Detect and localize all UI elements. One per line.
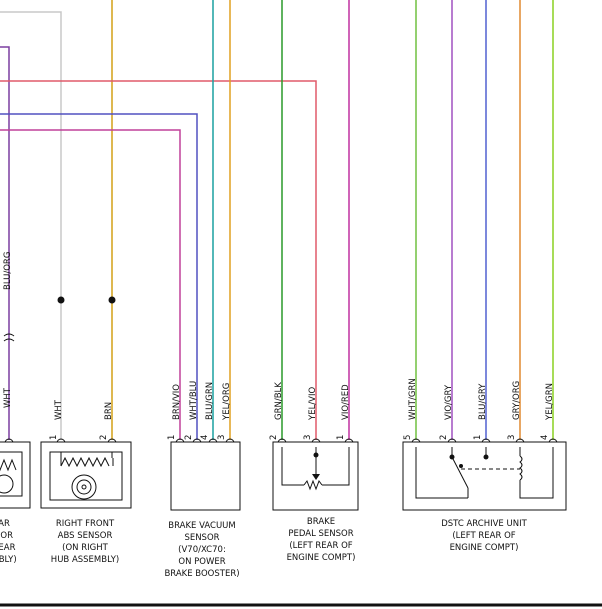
label-wht-grn: WHT/GRN [408,378,418,420]
label-blu-grn: BLU/GRN [205,382,215,420]
label-vio-red: VIO/RED [341,384,351,420]
pin-vac-2: 2 [184,435,194,440]
svg-text:DSTC ARCHIVE UNIT: DSTC ARCHIVE UNIT [441,519,527,529]
abs-sensor-symbol [40,441,132,509]
pin-vac-1: 1 [167,435,177,440]
pin-vac-3: 3 [217,435,227,440]
pedal-sensor-caption: BRAKE PEDAL SENSOR (LEFT REAR OF ENGINE … [287,517,356,563]
pin-dst-3: 3 [507,435,517,440]
wire-purple-left [0,46,10,440]
splice-dot-brn [108,296,116,304]
wire-yel-vio-run [0,80,317,440]
svg-text:(LEFT REAR OF: (LEFT REAR OF [452,531,515,541]
svg-text:RIGHT FRONT: RIGHT FRONT [56,519,115,529]
label-blu-org-left: BLU/ORG [3,252,13,290]
pin-ped-3: 3 [303,435,313,440]
svg-text:(V70/XC70:: (V70/XC70: [178,545,226,555]
svg-text:SENSOR: SENSOR [184,533,219,543]
svg-text:(LEFT REAR OF: (LEFT REAR OF [289,541,352,551]
pin-dst-1: 1 [473,435,483,440]
label-vio-gry: VIO/GRY [444,384,454,420]
svg-text:AR: AR [0,519,10,529]
pin-ped-2: 2 [269,435,279,440]
label-wht-blu: WHT/BLU [189,381,199,420]
svg-text:(ON RIGHT: (ON RIGHT [62,543,108,553]
label-brn-abs: BRN [104,402,114,420]
label-wht-left: WHT [3,387,13,408]
pin-abs-2: 2 [99,435,109,440]
abs-sensor-caption: RIGHT FRONT ABS SENSOR (ON RIGHT HUB ASS… [51,519,119,565]
dstc-archive-unit-symbol [402,441,567,511]
svg-text:ON POWER: ON POWER [178,557,225,567]
left-partial-caption: AR SOR REAR MBLY) [0,519,17,565]
pin-dst-2: 2 [439,435,449,440]
label-grn-blk: GRN/BLK [274,382,284,420]
wire-wht-blu-run [0,113,198,440]
svg-text:ENGINE COMPT): ENGINE COMPT) [450,543,519,553]
dstc-unit-caption: DSTC ARCHIVE UNIT (LEFT REAR OF ENGINE C… [441,519,527,553]
svg-text:PEDAL SENSOR: PEDAL SENSOR [288,529,353,539]
label-wht-abs: WHT [54,399,64,420]
svg-text:BRAKE: BRAKE [307,517,335,527]
pin-abs-1: 1 [49,435,59,440]
svg-text:ABS SENSOR: ABS SENSOR [58,531,113,541]
vacuum-sensor-caption: BRAKE VACUUM SENSOR (V70/XC70: ON POWER … [164,521,239,579]
svg-text:BRAKE VACUUM: BRAKE VACUUM [168,521,236,531]
svg-text:SOR: SOR [0,531,13,541]
brake-pedal-sensor-symbol [272,441,359,511]
svg-text:BRAKE BOOSTER): BRAKE BOOSTER) [164,569,239,579]
pin-ped-1: 1 [336,435,346,440]
label-brn-vio: BRN/VIO [172,384,182,420]
svg-text:REAR: REAR [0,543,16,553]
svg-text:HUB ASSEMBLY): HUB ASSEMBLY) [51,555,119,565]
svg-text:MBLY): MBLY) [0,555,17,565]
left-partial-sensor [0,441,31,509]
pin-dst-5: 5 [403,435,413,440]
pin-dst-4: 4 [540,435,550,440]
wire-brn-vio-run [0,129,181,440]
label-yel-grn: YEL/GRN [545,383,555,421]
pin-vac-4: 4 [200,435,210,440]
brake-vacuum-sensor-box [170,441,241,511]
label-blu-gry: BLU/GRY [478,383,488,420]
label-gry-org: GRY/ORG [512,381,522,420]
wire-wht-left-top [0,11,62,300]
svg-text:ENGINE COMPT): ENGINE COMPT) [287,553,356,563]
label-yel-org: YEL/ORG [222,383,232,421]
splice-dot-wht [57,296,65,304]
label-yel-vio: YEL/VIO [308,387,318,421]
shield-mark-icon [3,333,15,342]
